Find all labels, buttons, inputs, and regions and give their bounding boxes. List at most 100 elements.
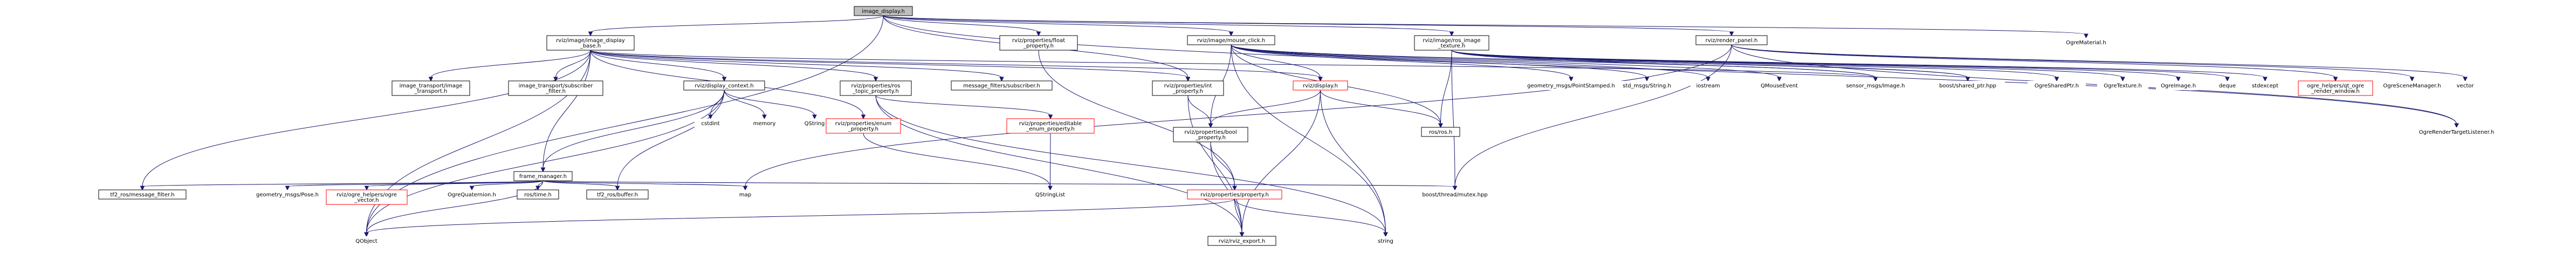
node-box <box>391 80 470 96</box>
node-label: rviz/display.h <box>1303 83 1338 89</box>
node-box <box>1414 35 1489 51</box>
node-label: rviz/properties/editable <box>1019 121 1082 127</box>
node-dctx[interactable]: rviz/display_context.h <box>683 80 765 91</box>
node-box <box>1028 190 1073 199</box>
node-box <box>1840 81 1911 90</box>
edge-dctx-to-fmgr <box>540 90 725 173</box>
node-root[interactable]: image_display.h <box>854 6 913 16</box>
node-deque: deque <box>2215 81 2240 90</box>
node-itimg[interactable]: image_transport/image_transport.h <box>391 80 470 96</box>
node-itsub[interactable]: image_transport/subscriber_filter.h <box>508 80 603 96</box>
node-iprop[interactable]: rviz/properties/int_property.h <box>1152 80 1224 96</box>
node-label: string <box>1378 238 1393 244</box>
node-ogqt[interactable]: ogre_helpers/qt_ogre_render_window.h <box>2298 80 2373 96</box>
edge-prop-to-qobject <box>364 199 1235 237</box>
node-label: image_transport/image <box>400 83 463 89</box>
node-box <box>854 6 913 16</box>
node-box <box>508 80 603 96</box>
edge-dctx-to-qstring <box>724 90 817 120</box>
node-idb[interactable]: rviz/image/image_display_base.h <box>546 35 635 51</box>
node-rpanel[interactable]: rviz/render_panel.h <box>1695 35 1768 45</box>
node-label: rviz/image/image_display <box>556 38 625 44</box>
node-rostex[interactable]: rviz/image/ros_image_texture.h <box>1414 35 1489 51</box>
node-label: _property.h <box>1195 135 1226 141</box>
node-label: rviz/properties/float <box>1012 38 1065 44</box>
edge-disp-to-export <box>1239 90 1321 237</box>
node-label: _property.h <box>848 126 878 132</box>
edge-fmgr-to-bmutex <box>542 180 1458 191</box>
node-box <box>1695 35 1768 45</box>
node-box <box>1152 80 1224 96</box>
node-box <box>250 190 325 199</box>
node-rostime[interactable]: ros/time.h <box>517 189 559 200</box>
node-box <box>1371 236 1400 245</box>
node-enumprop[interactable]: rviz/properties/enum_property.h <box>826 118 901 134</box>
node-label: _render_window.h <box>2311 88 2360 94</box>
node-qobject: QObject <box>351 236 382 245</box>
node-box <box>1173 127 1248 142</box>
node-box <box>799 119 830 128</box>
node-tf2msg[interactable]: tf2_ros/message_filter.h <box>98 189 187 200</box>
node-map: map <box>736 190 754 199</box>
edge-idb-to-dctx <box>590 50 727 82</box>
node-disp[interactable]: rviz/display.h <box>1293 80 1348 91</box>
node-label: rviz/rviz_export.h <box>1219 238 1265 244</box>
node-layer: image_display.hrviz/image/image_display_… <box>98 6 2504 246</box>
node-label: ros/ros.h <box>1429 129 1452 135</box>
edge-fmgr-to-map <box>542 180 748 191</box>
node-box <box>1207 236 1276 246</box>
edge-fmgr-to-qobject <box>364 180 544 237</box>
node-box <box>351 236 382 245</box>
node-fprop[interactable]: rviz/properties/float_property.h <box>999 35 1078 51</box>
node-label: OgreTexture.h <box>2104 83 2141 89</box>
edge-mclick-to-disp <box>1231 44 1323 82</box>
node-label: rviz/properties/enum <box>835 121 891 127</box>
node-label: ros/time.h <box>524 192 552 198</box>
node-ogvec[interactable]: rviz/ogre_helpers/ogre_vector.h <box>326 189 408 205</box>
node-label: OgreRenderTargetListener.h <box>2419 129 2495 135</box>
node-stdstr: std_msgs/String.h <box>1615 81 1679 90</box>
node-label: _base.h <box>580 43 601 49</box>
edge-dctx-to-memory <box>724 90 767 120</box>
node-qmouse: QMouseEvent <box>1757 81 1802 90</box>
edge-editprop-to-qslist <box>1048 133 1053 191</box>
edge-mclick-to-string <box>1231 44 1388 237</box>
node-label: map <box>739 192 751 198</box>
edge-rostex-to-bmutex <box>1451 50 1458 191</box>
node-tf2buf[interactable]: tf2_ros/buffer.h <box>586 189 649 200</box>
node-editprop[interactable]: rviz/properties/editable_enum_property.h <box>1006 118 1095 134</box>
node-gpoint: geometry_msgs/PointStamped.h <box>1521 81 1622 90</box>
edge-rpanel-to-map <box>743 44 1732 191</box>
node-label: rviz/properties/property.h <box>1200 192 1269 198</box>
node-mclick[interactable]: rviz/image/mouse_click.h <box>1187 35 1275 45</box>
node-rtopic[interactable]: rviz/properties/ros_topic_property.h <box>840 80 912 96</box>
edge-mclick-to-gpoint <box>1231 44 1574 82</box>
node-rosros[interactable]: ros/ros.h <box>1421 127 1460 137</box>
edge-root-to-rpanel <box>883 15 1734 37</box>
node-label: _enum_property.h <box>1026 126 1074 132</box>
node-label: boost/shared_ptr.hpp <box>1939 83 1996 89</box>
node-label: _property.h <box>1023 43 1054 49</box>
node-label: _texture.h <box>1438 43 1466 49</box>
node-export[interactable]: rviz/rviz_export.h <box>1207 236 1276 246</box>
edge-idb-to-fmgr <box>540 50 591 173</box>
node-bmutex: boost/thread/mutex.hpp <box>1414 190 1495 199</box>
node-label: sensor_msgs/Image.h <box>1846 83 1905 89</box>
node-senimg: sensor_msgs/Image.h <box>1840 81 1911 90</box>
node-box <box>2409 127 2504 136</box>
node-label: image_display.h <box>862 9 905 15</box>
node-label: rviz/properties/ros <box>851 83 900 89</box>
node-mfsub[interactable]: message_filters/subscriber.h <box>951 80 1053 91</box>
node-prop[interactable]: rviz/properties/property.h <box>1187 189 1282 200</box>
edge-rpanel-to-ogrlist <box>1731 44 2459 128</box>
node-boolprop[interactable]: rviz/properties/bool_property.h <box>1173 127 1248 142</box>
node-vector: vector <box>2451 81 2479 90</box>
node-qslist: QStringList <box>1028 190 1073 199</box>
edge-rpanel-to-ogqt <box>1731 44 2338 82</box>
node-fmgr[interactable]: frame_manager.h <box>513 171 573 181</box>
edge-root-to-fprop <box>883 15 1041 37</box>
node-label: tf2_ros/message_filter.h <box>110 192 174 198</box>
node-box <box>951 80 1053 91</box>
node-box <box>2451 81 2479 90</box>
